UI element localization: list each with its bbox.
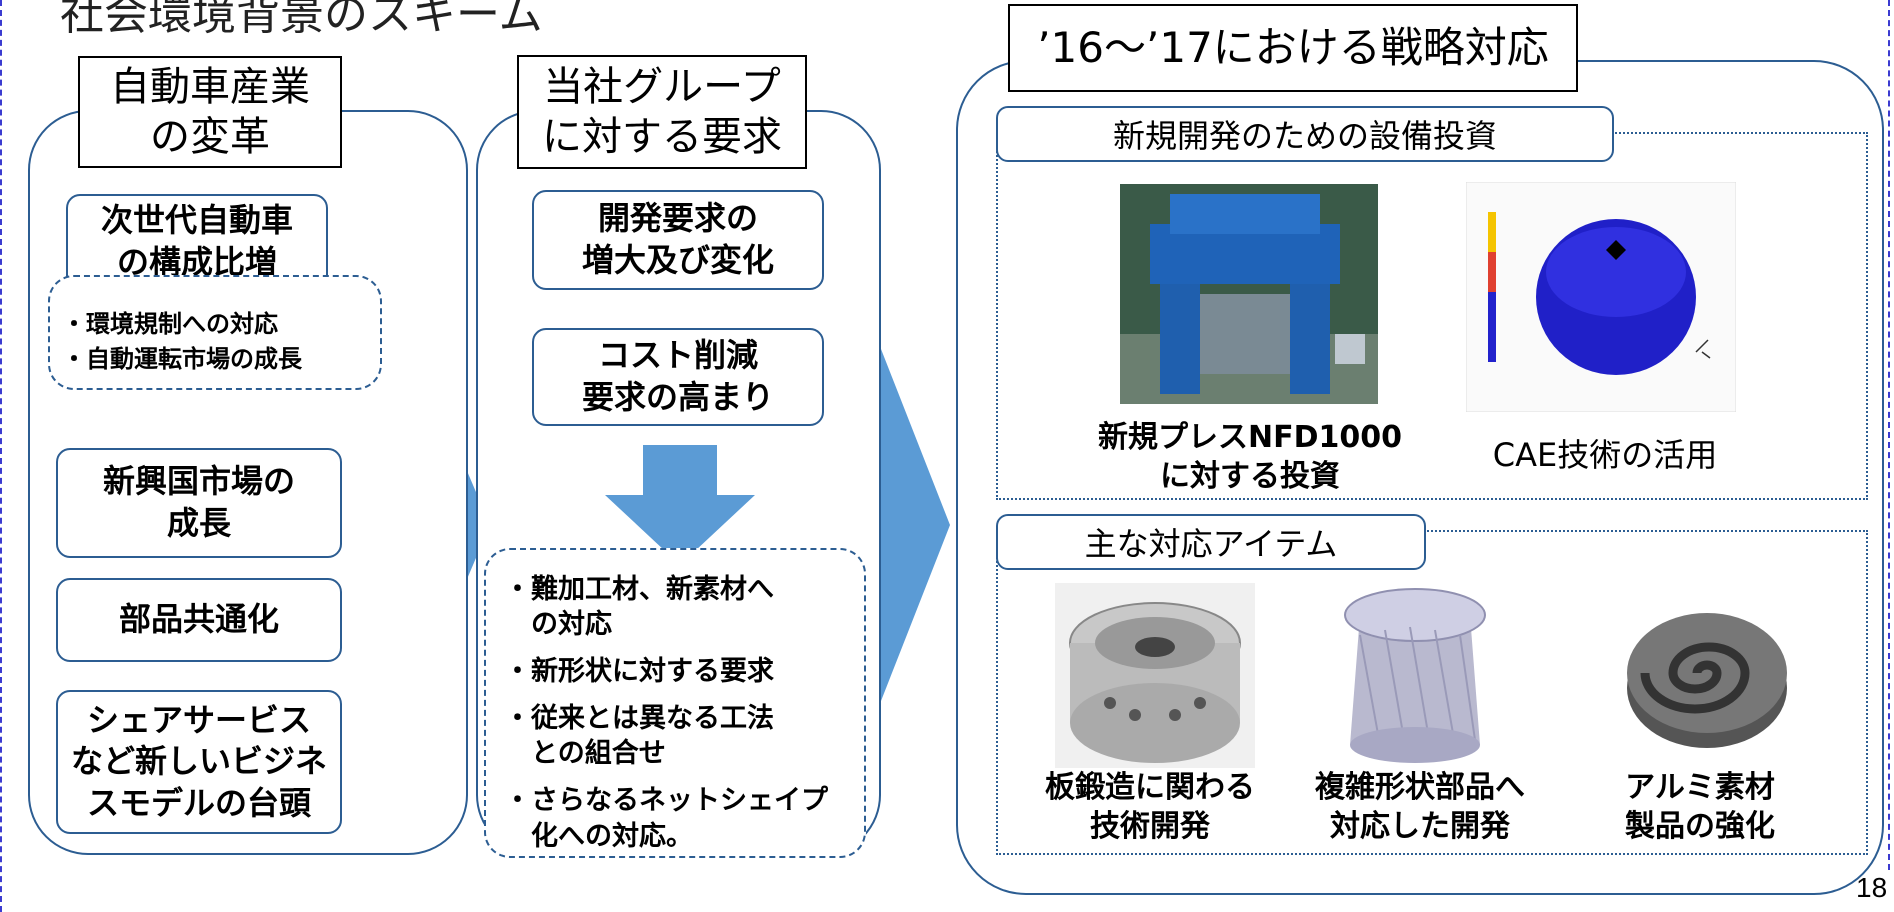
- page-frame-left: [0, 0, 4, 912]
- section2-label: 主な対応アイテム: [996, 514, 1426, 570]
- column2-bullet: ・さらなるネットシェイプ 化への対応。: [504, 785, 828, 852]
- section2-frame: [996, 530, 1868, 855]
- aluminum-scroll-photo: [1612, 578, 1802, 763]
- caption-complex-parts: 複雑形状部品へ 対応した開発: [1315, 770, 1525, 844]
- helical-gear-image: [1344, 588, 1486, 763]
- caption-aluminum-products: アルミ素材 製品の強化: [1625, 770, 1775, 844]
- column2-header: 当社グループ に対する要求: [517, 55, 807, 169]
- column2-box-development-demand: 開発要求の 増大及び変化: [532, 190, 824, 290]
- page-number: 18: [1856, 872, 1888, 903]
- down-arrow: [605, 445, 755, 565]
- plate-forged-part-photo: [1055, 583, 1255, 768]
- column2-bullet: ・新形状に対する要求: [504, 656, 774, 688]
- column1-bullet: ・環境規制への対応: [62, 310, 278, 338]
- column1-bullet-box: ・環境規制への対応 ・自動運転市場の成長: [48, 275, 382, 390]
- page-title: 社会環境背景のスキーム: [60, 0, 543, 40]
- column2-bullet-box: ・難加工材、新素材へ の対応 ・新形状に対する要求 ・従来とは異なる工法 との組…: [484, 548, 866, 858]
- column2-box-cost-reduction: コスト削減 要求の高まり: [532, 328, 824, 426]
- press-machine-photo: [1120, 184, 1378, 404]
- caption-cae-usage: CAE技術の活用: [1492, 436, 1718, 474]
- column2-bullet: ・従来とは異なる工法 との組合せ: [504, 703, 774, 770]
- column1-header: 自動車産業 の変革: [78, 56, 342, 168]
- section1-label: 新規開発のための設備投資: [996, 106, 1614, 162]
- column1-box-emerging-markets: 新興国市場の 成長: [56, 448, 342, 558]
- caption-press-investment: 新規プレスNFD1000 に対する投資: [1098, 420, 1402, 494]
- cae-simulation-image: [1466, 182, 1736, 412]
- column1-box-sharing-services: シェアサービス など新しいビジネ スモデルの台頭: [56, 690, 342, 834]
- page-frame-right: [1886, 0, 1890, 870]
- column2-bullet: ・難加工材、新素材へ の対応: [504, 574, 774, 641]
- caption-plate-forging: 板鍛造に関わる 技術開発: [1045, 770, 1255, 844]
- column3-header: ’16～’17における戦略対応: [1008, 4, 1578, 92]
- column1-bullet: ・自動運転市場の成長: [62, 344, 302, 373]
- column1-box-parts-commonization: 部品共通化: [56, 578, 342, 662]
